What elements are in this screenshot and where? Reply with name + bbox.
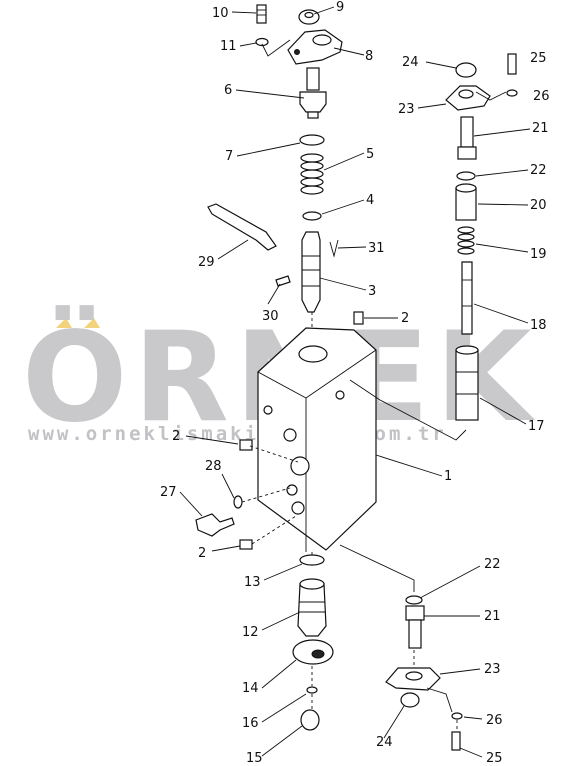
callout-2-side: 2 xyxy=(172,429,180,444)
part-12-plug xyxy=(297,583,327,637)
callout-18: 18 xyxy=(530,318,547,333)
parts-side xyxy=(195,439,253,550)
leader-lines xyxy=(179,6,531,758)
part-1-valve-body xyxy=(257,327,377,552)
watermark-url: www.orneklismakinalari.com.tr xyxy=(28,423,447,445)
callout-26-lower: 26 xyxy=(486,713,503,728)
watermark-accent-mark xyxy=(84,318,100,328)
callout-5: 5 xyxy=(366,147,374,162)
callout-23-top: 23 xyxy=(398,102,415,117)
part-24-nut xyxy=(455,62,477,78)
watermark-accent-mark xyxy=(56,318,72,328)
parts-right-stack xyxy=(445,53,518,421)
part-31-pin xyxy=(329,239,339,258)
part-19-spring xyxy=(457,226,475,255)
part-27-plug xyxy=(195,513,235,537)
part-8-cover xyxy=(287,29,343,65)
part-28-o-ring xyxy=(233,495,243,509)
callout-6: 6 xyxy=(224,83,232,98)
callout-21-lower: 21 xyxy=(484,609,501,624)
callout-30: 30 xyxy=(262,309,279,324)
part-17-sleeve xyxy=(455,349,479,421)
assembly-lines xyxy=(241,39,507,730)
part-3-spool xyxy=(301,231,321,313)
callout-2-lower: 2 xyxy=(198,546,206,561)
part-10-bolt xyxy=(256,4,267,24)
callout-28: 28 xyxy=(205,459,222,474)
callout-22-lower: 22 xyxy=(484,557,501,572)
part-26-washer xyxy=(506,89,518,97)
part-13-o-ring xyxy=(299,554,325,566)
callout-7: 7 xyxy=(225,149,233,164)
part-25-bolt xyxy=(451,731,461,751)
part-22-ring xyxy=(456,171,476,181)
part-25-bolt xyxy=(507,53,517,75)
part-24-nut xyxy=(400,692,420,708)
part-2-plug xyxy=(239,539,253,550)
callout-22-top: 22 xyxy=(530,163,547,178)
callout-19: 19 xyxy=(530,247,547,262)
part-5-spring xyxy=(300,153,324,195)
parts-lower-left xyxy=(292,554,334,731)
part-2-plug xyxy=(239,439,253,451)
callout-24-lower: 24 xyxy=(376,735,393,750)
callout-15: 15 xyxy=(246,751,263,766)
callout-10: 10 xyxy=(212,6,229,21)
parts-lower-right xyxy=(385,595,463,751)
callout-27: 27 xyxy=(160,485,177,500)
part-22-ring xyxy=(405,595,423,605)
callout-8: 8 xyxy=(365,49,373,64)
part-26-washer xyxy=(451,712,463,720)
callout-4: 4 xyxy=(366,193,374,208)
callout-25-top: 25 xyxy=(530,51,547,66)
part-21-plunger xyxy=(460,116,474,148)
part-29-lever xyxy=(207,203,277,251)
callout-29: 29 xyxy=(198,255,215,270)
part-4-ring xyxy=(302,211,322,221)
callout-9: 9 xyxy=(336,0,344,15)
part-18-spool xyxy=(461,261,473,335)
callout-13: 13 xyxy=(244,575,261,590)
part-21-plunger xyxy=(405,605,425,621)
part-6-plunger xyxy=(306,67,320,91)
callout-25-lower: 25 xyxy=(486,751,503,766)
callout-3: 3 xyxy=(368,284,376,299)
callout-20: 20 xyxy=(530,198,547,213)
part-30-screw xyxy=(275,275,291,287)
callout-26-top: 26 xyxy=(533,89,550,104)
callout-16: 16 xyxy=(242,716,259,731)
callout-24-top: 24 xyxy=(402,55,419,70)
part-11-washer xyxy=(255,37,269,47)
part-20-sleeve xyxy=(455,187,477,221)
callout-17: 17 xyxy=(528,419,545,434)
part-15-cap xyxy=(300,709,320,731)
callout-labels: 10 9 11 8 6 7 5 4 29 31 30 3 2 24 25 23 … xyxy=(160,0,550,766)
callout-21-top: 21 xyxy=(532,121,549,136)
part-7-o-ring xyxy=(299,134,325,146)
callout-1: 1 xyxy=(444,469,452,484)
callout-12: 12 xyxy=(242,625,259,640)
callout-2-top: 2 xyxy=(401,311,409,326)
part-16-ring xyxy=(306,686,318,694)
callout-31: 31 xyxy=(368,241,385,256)
part-2-plug xyxy=(353,311,364,325)
parts-left-stack xyxy=(207,4,364,325)
callout-11: 11 xyxy=(220,39,237,54)
callout-23-lower: 23 xyxy=(484,662,501,677)
callout-14: 14 xyxy=(242,681,259,696)
